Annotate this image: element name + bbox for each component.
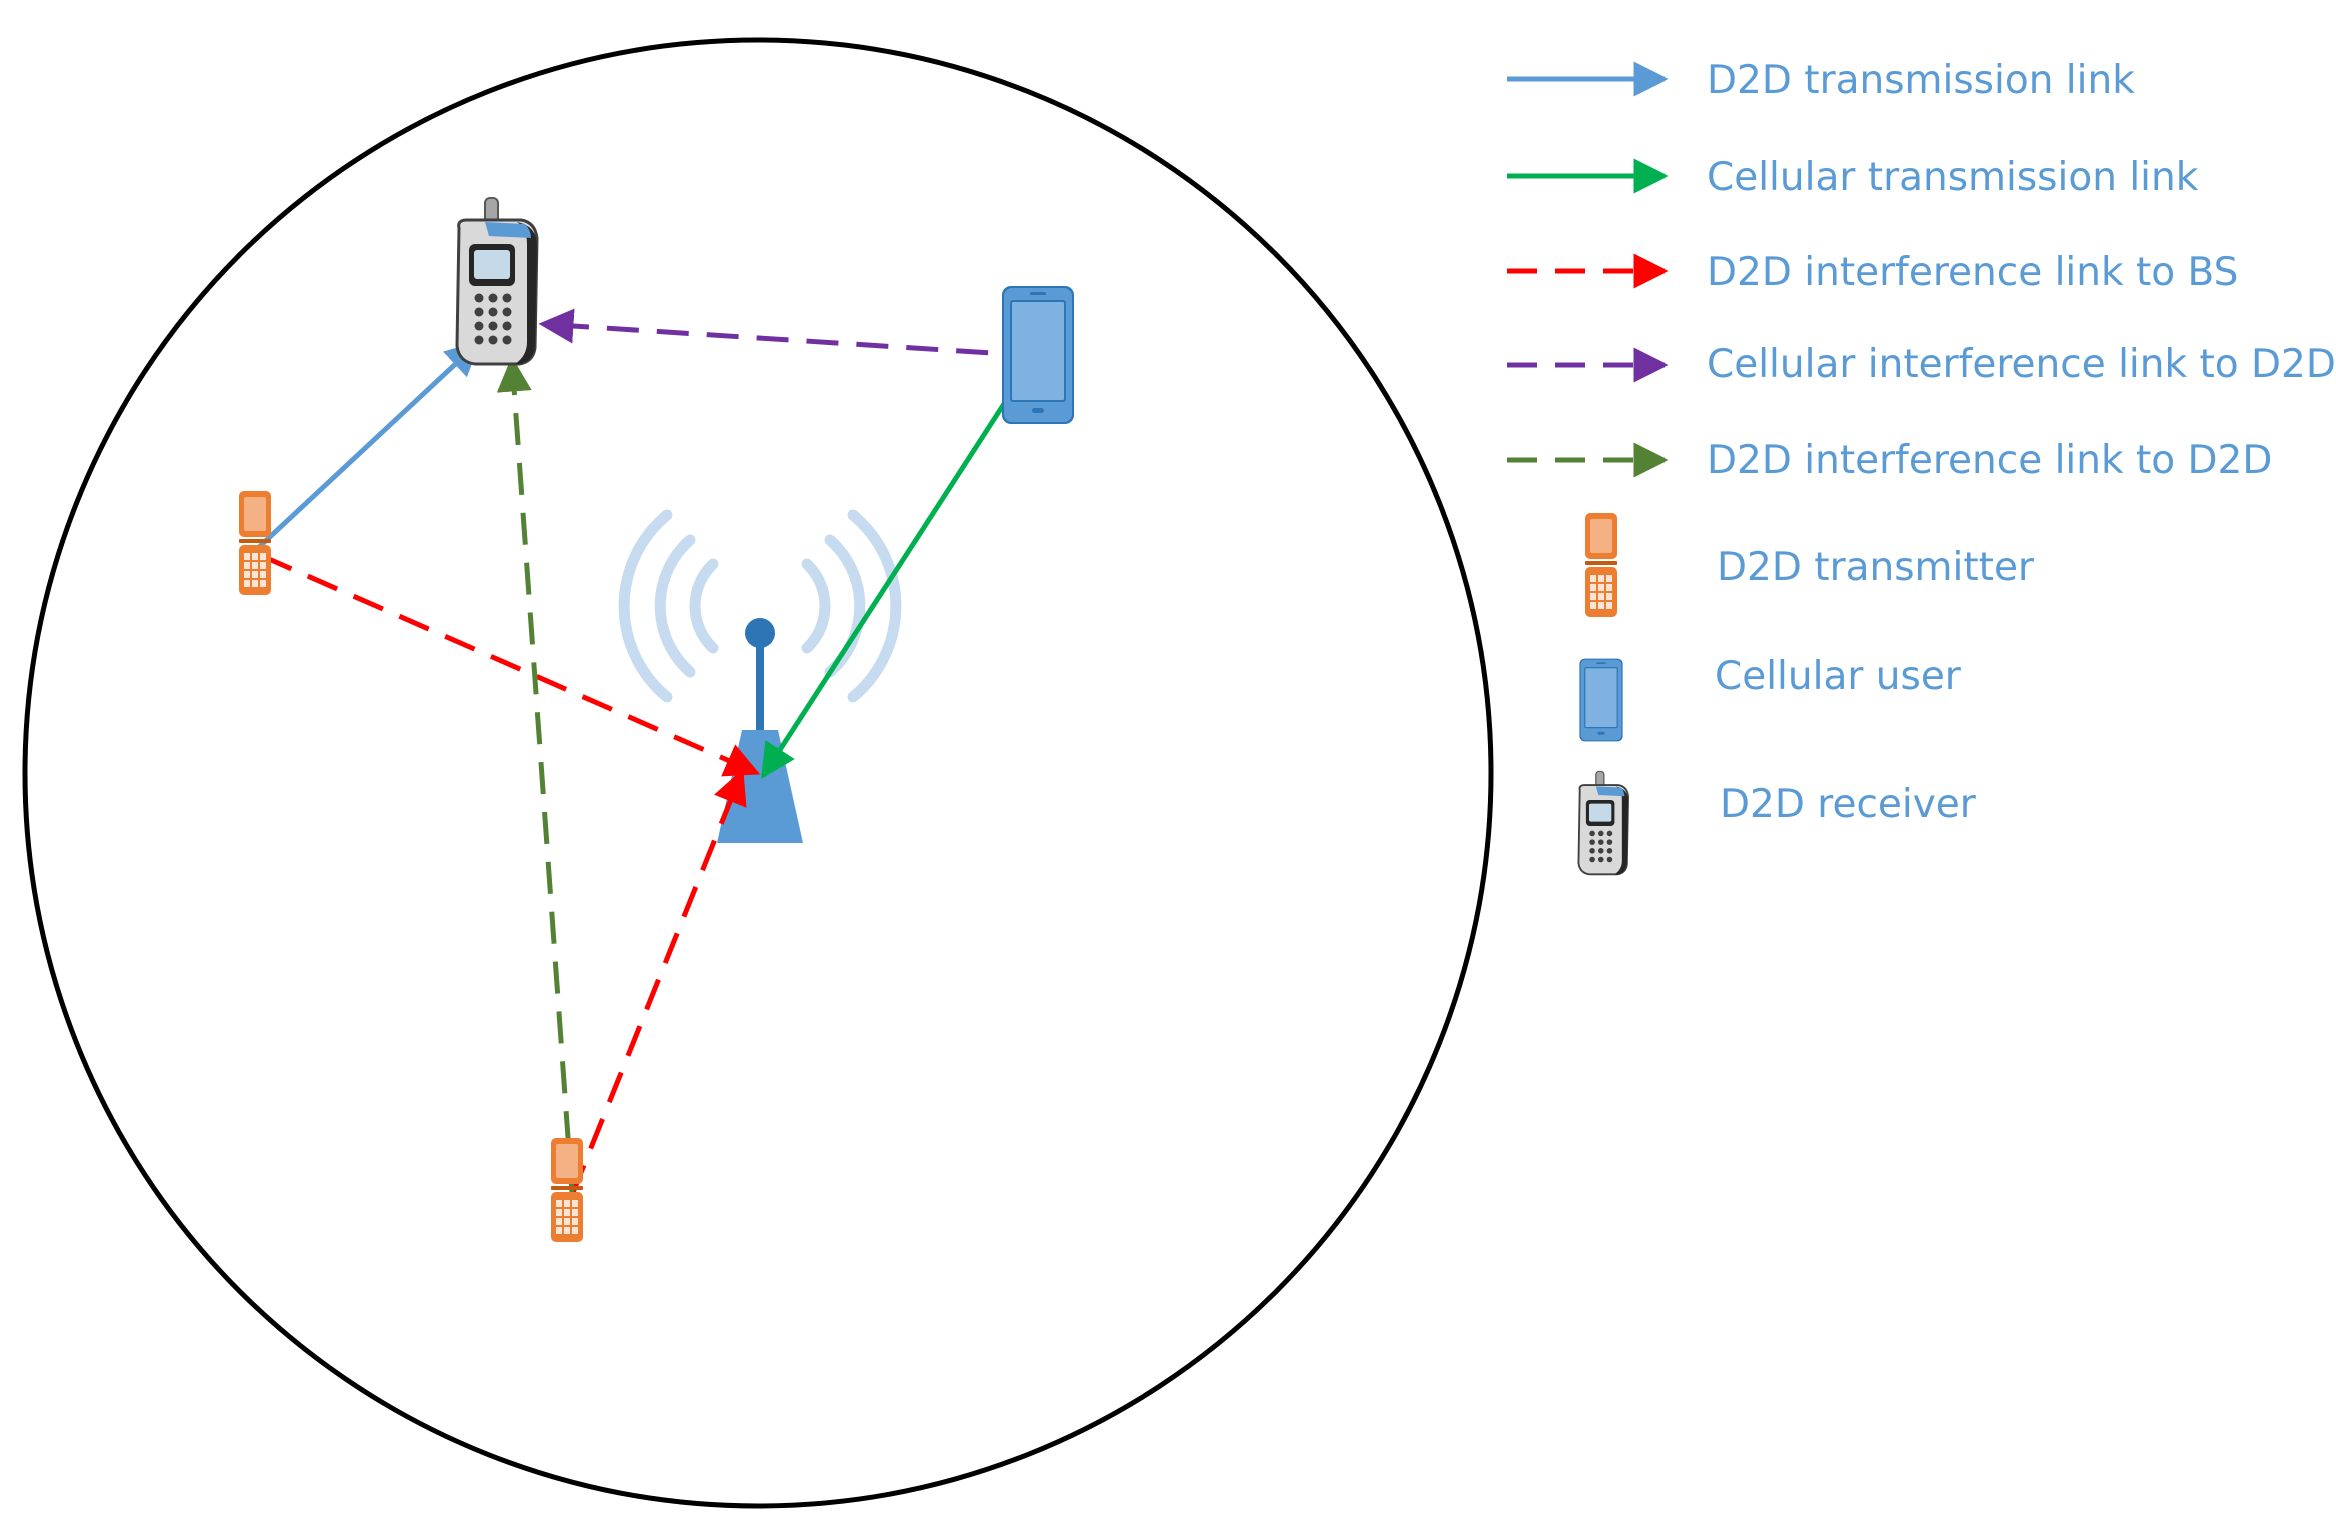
- d2d-interference-link-to-bs: [569, 768, 747, 1196]
- legend-label-d2d-interference-link-to-d2d: D2D interference link to D2D: [1707, 438, 2272, 483]
- legend: D2D transmission link Cellular transmiss…: [1507, 58, 2336, 876]
- cellular-user-icon: [1001, 285, 1075, 425]
- legend-smartphone-icon: [1578, 657, 1624, 743]
- cellular-interference-link-to-d2d: [538, 308, 1039, 359]
- d2d-transmitter-icon: [238, 490, 272, 596]
- legend-label-cellular-user: Cellular user: [1715, 654, 1962, 699]
- d2d-interference-link-to-d2d: [496, 356, 575, 1194]
- base-station-icon: [618, 509, 902, 843]
- d2d-transmission-link: [256, 340, 481, 550]
- legend-feature-phone-icon: [1577, 770, 1629, 876]
- d2d-interference-link-to-bs: [260, 553, 761, 777]
- legend-label-d2d-transmitter: D2D transmitter: [1717, 545, 2035, 590]
- d2d-receiver-icon: [455, 196, 539, 366]
- legend-label-cellular-transmission-link: Cellular transmission link: [1707, 155, 2199, 200]
- d2d-transmitter-icon: [550, 1137, 584, 1243]
- cell-boundary: [22, 37, 1494, 1509]
- legend-label-d2d-transmission-link: D2D transmission link: [1707, 58, 2135, 103]
- legend-flip-phone-icon: [1584, 512, 1618, 618]
- legend-label-d2d-interference-link-to-bs: D2D interference link to BS: [1707, 250, 2238, 295]
- cellular-transmission-link: [760, 354, 1038, 779]
- legend-label-d2d-receiver: D2D receiver: [1720, 782, 1977, 827]
- legend-label-cellular-interference-link-to-d2d: Cellular interference link to D2D: [1707, 342, 2336, 387]
